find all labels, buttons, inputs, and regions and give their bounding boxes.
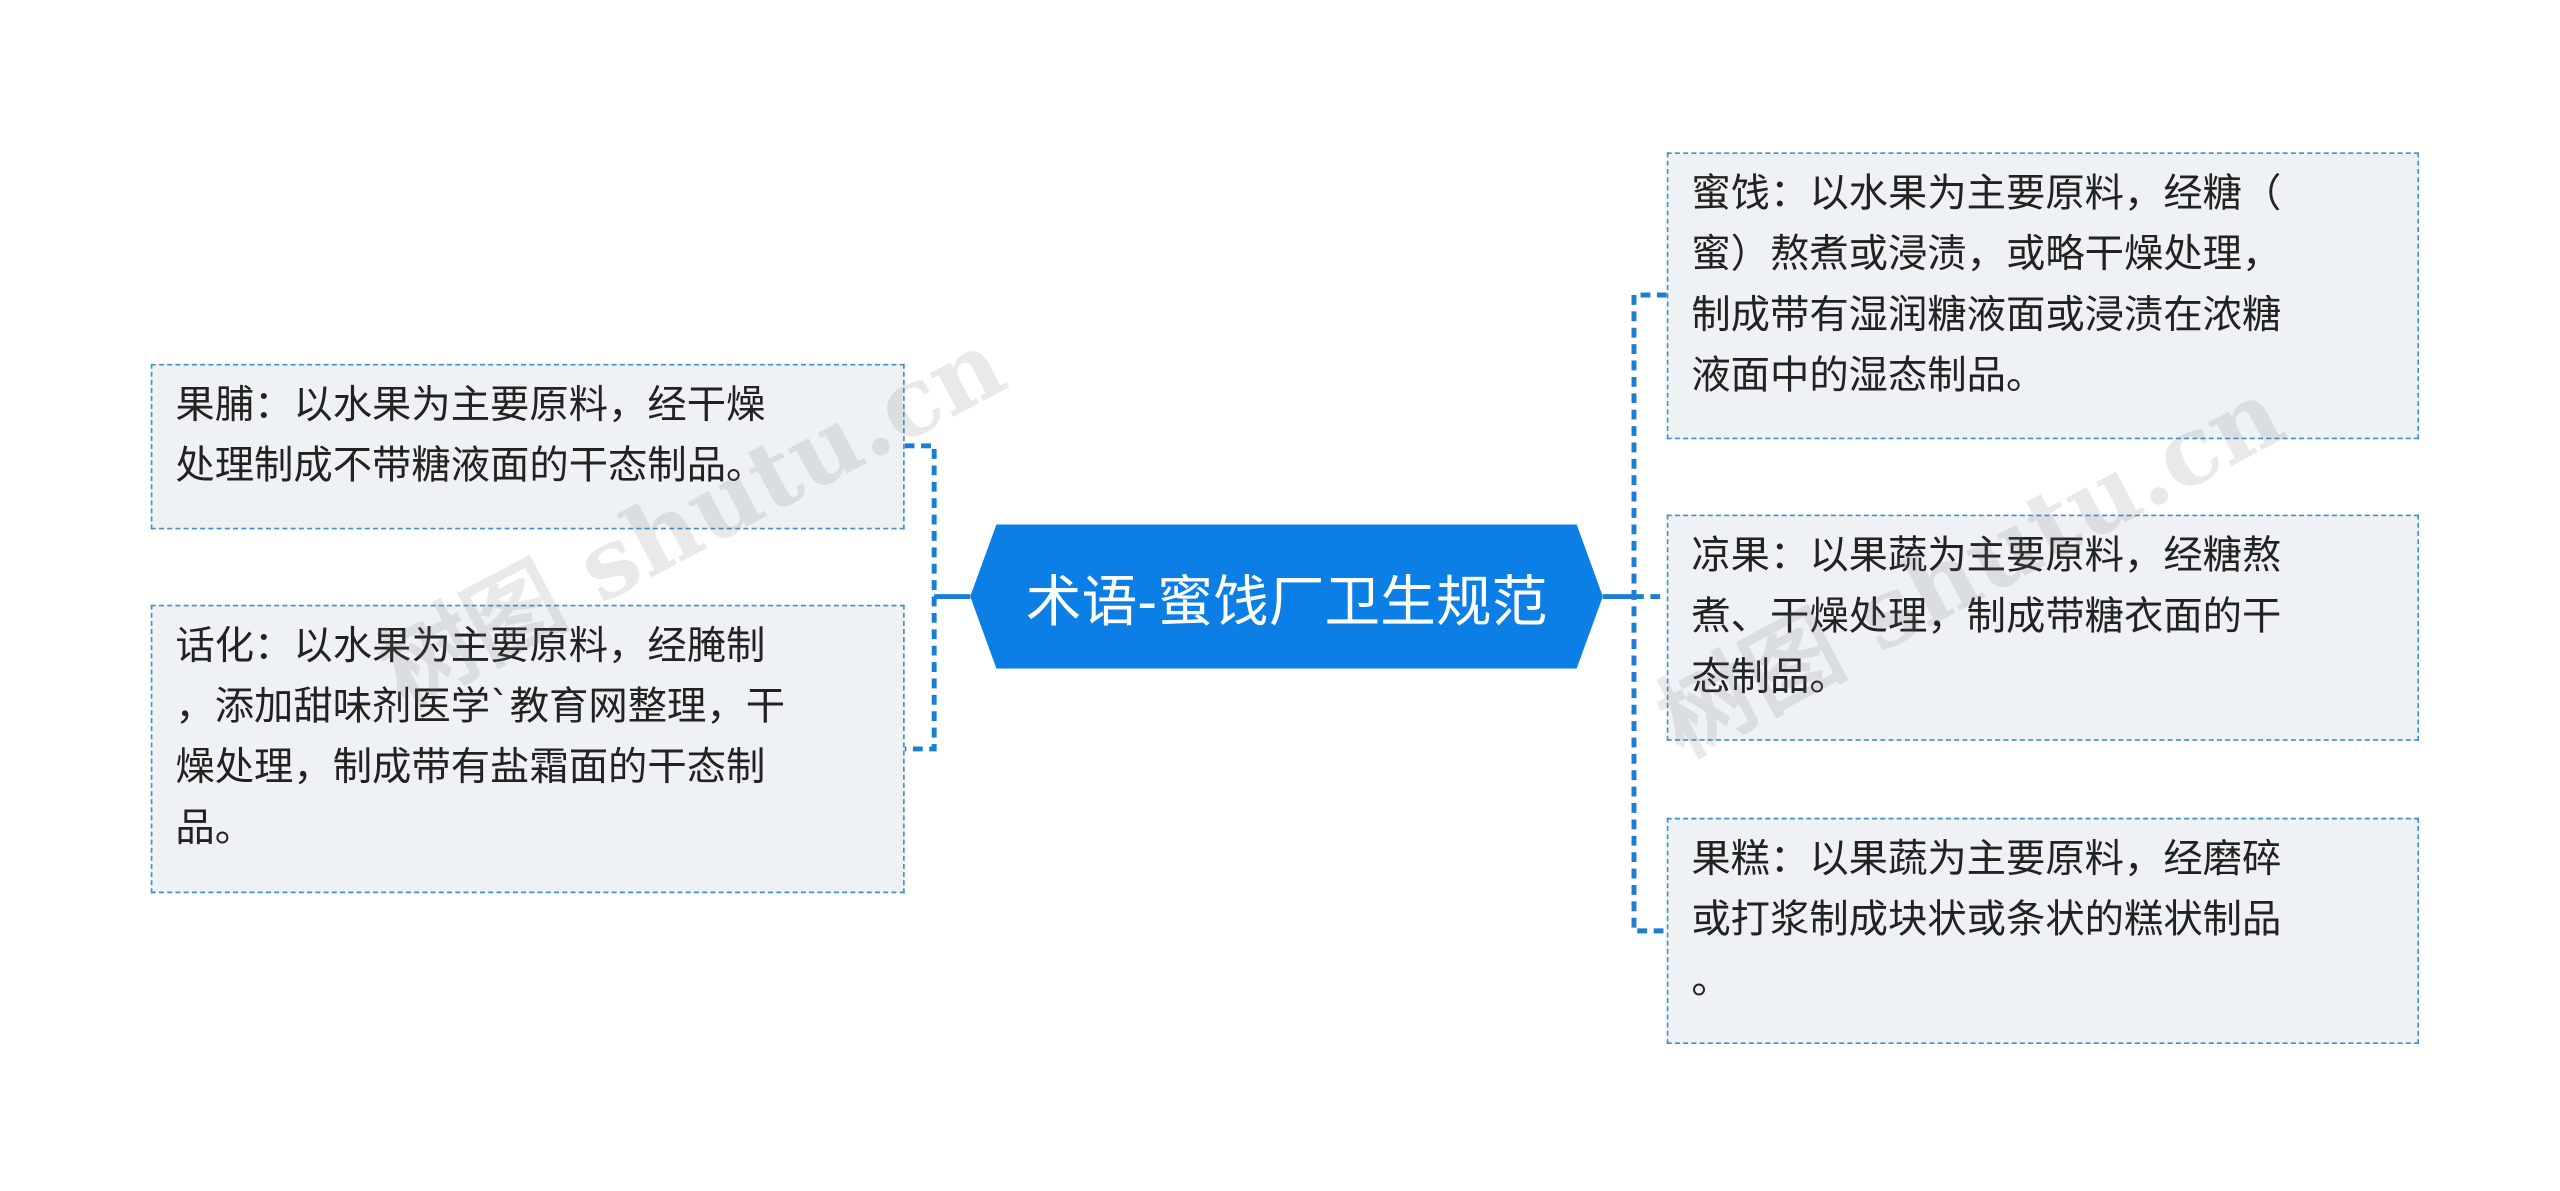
topic-line: 果脯：以水果为主要原料，经干燥 bbox=[175, 381, 766, 428]
topic-guofu[interactable]: 果脯：以水果为主要原料，经干燥 处理制成不带糖液面的干态制品。 bbox=[150, 363, 905, 530]
topic-line: 液面中的湿态制品。 bbox=[1691, 352, 2046, 399]
topic-line: 或打浆制成块状或条状的糕状制品 bbox=[1691, 896, 2282, 943]
topic-line: ，添加甜味剂医学`教育网整理，干 bbox=[175, 683, 786, 730]
connector-left-bracket bbox=[904, 443, 937, 752]
topic-line: 煮、干燥处理，制成带糖衣面的干 bbox=[1691, 593, 2282, 640]
central-topic-shape bbox=[970, 524, 1603, 669]
central-topic[interactable]: 术语-蜜饯厂卫生规范 bbox=[970, 524, 1603, 669]
topic-mijian[interactable]: 蜜饯：以水果为主要原料，经糖（ 蜜）熬煮或浸渍，或略干燥处理， 制成带有湿润糖液… bbox=[1666, 152, 2420, 440]
topic-huahua[interactable]: 话化：以水果为主要原料，经腌制 ，添加甜味剂医学`教育网整理，干 燥处理，制成带… bbox=[150, 604, 905, 894]
topic-line: 话化：以水果为主要原料，经腌制 bbox=[175, 622, 766, 669]
connector-right-bracket bbox=[1631, 292, 1667, 934]
topic-line: 处理制成不带糖液面的干态制品。 bbox=[175, 442, 766, 489]
topic-line: 制成带有湿润糖液面或浸渍在浓糖 bbox=[1691, 291, 2282, 338]
topic-line: 品。 bbox=[175, 804, 255, 851]
topic-line: 果糕：以果蔬为主要原料，经磨碎 bbox=[1691, 835, 2282, 882]
topic-guogao[interactable]: 果糕：以果蔬为主要原料，经磨碎 或打浆制成块状或条状的糕状制品 。 bbox=[1666, 817, 2420, 1044]
topic-line: 蜜）熬煮或浸渍，或略干燥处理， bbox=[1691, 231, 2282, 277]
topic-line: 凉果：以果蔬为主要原料，经糖熬 bbox=[1691, 532, 2282, 579]
topic-line: 态制品。 bbox=[1691, 653, 1849, 700]
topic-line: 蜜饯：以水果为主要原料，经糖（ bbox=[1691, 170, 2282, 217]
central-topic-label: 术语-蜜饯厂卫生规范 bbox=[1025, 569, 1548, 636]
topic-line: 燥处理，制成带有盐霜面的干态制 bbox=[175, 744, 766, 790]
topic-line: 。 bbox=[1691, 957, 1731, 1004]
topic-liangguo[interactable]: 凉果：以果蔬为主要原料，经糖熬 煮、干燥处理，制成带糖衣面的干 态制品。 bbox=[1666, 514, 2420, 741]
